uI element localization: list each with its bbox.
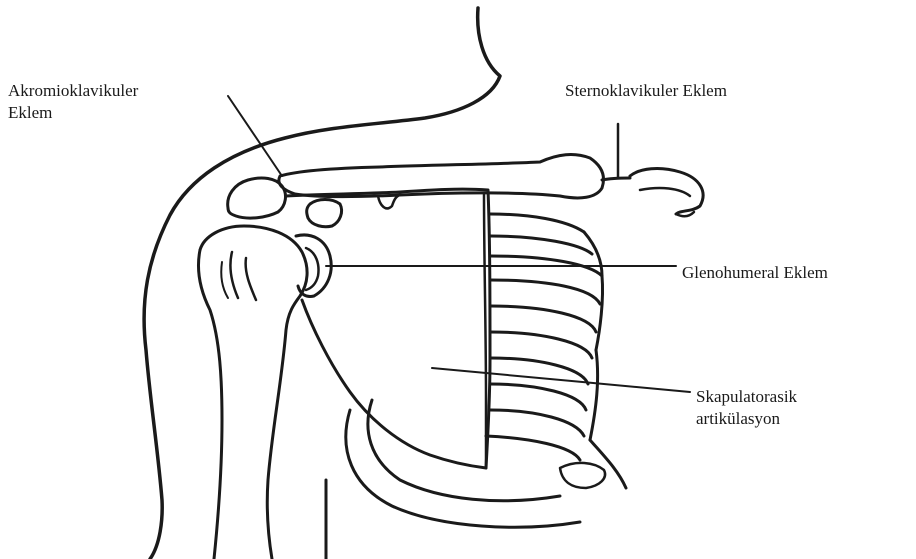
- humerus-groove-3: [221, 262, 228, 298]
- scapula: [286, 189, 490, 468]
- humerus-groove-1: [230, 252, 238, 298]
- label-acromioclavicular-line2: Eklem: [8, 102, 138, 124]
- sternoclavicular-joint: [602, 178, 630, 180]
- label-scapulothoracic-line2: artikülasyon: [696, 408, 797, 430]
- coracoid: [307, 200, 342, 227]
- humerus-medial: [198, 250, 222, 559]
- rib-cage: [486, 214, 626, 488]
- sternum-end: [640, 188, 690, 196]
- lower-rib-3: [560, 463, 605, 488]
- label-glenohumeral: Glenohumeral Eklem: [682, 262, 828, 284]
- label-scapulothoracic-line1: Skapulatorasik: [696, 386, 797, 408]
- neck-outline: [144, 8, 500, 559]
- humerus-groove-2: [246, 258, 256, 300]
- humerus: [200, 226, 307, 559]
- leader-acromioclavicular: [228, 96, 282, 176]
- acromion: [228, 178, 286, 218]
- leader-scapulothoracic: [432, 368, 690, 392]
- label-acromioclavicular-line1: Akromioklavikuler: [8, 80, 138, 102]
- clavicle: [279, 155, 604, 198]
- lower-rib-1: [368, 400, 560, 501]
- label-scapulothoracic: Skapulatorasik artikülasyon: [696, 386, 797, 430]
- label-sternoclavicular: Sternoklavikuler Eklem: [565, 80, 727, 102]
- sternum-top: [630, 169, 703, 214]
- lower-rib-2: [346, 410, 580, 527]
- label-acromioclavicular: Akromioklavikuler Eklem: [8, 80, 138, 124]
- scapula-inner-edge: [484, 194, 486, 468]
